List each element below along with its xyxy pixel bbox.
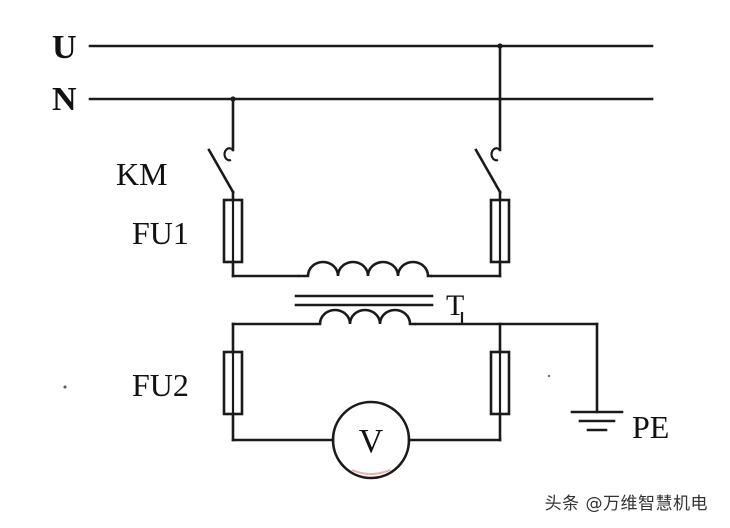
transformer-label: T bbox=[446, 289, 464, 322]
transformer-primary-winding bbox=[298, 260, 432, 278]
voltmeter bbox=[331, 400, 411, 480]
voltmeter-label: V bbox=[359, 423, 384, 460]
watermark-text: 头条 @万维智慧机电 bbox=[544, 494, 708, 514]
km-right-contact bbox=[474, 148, 502, 194]
earth-label: PE bbox=[632, 409, 669, 445]
secondary-circuit bbox=[222, 322, 599, 480]
contactor-label: KM bbox=[116, 156, 168, 192]
fuse-secondary-label: FU2 bbox=[132, 367, 189, 403]
right-primary-branch bbox=[430, 43, 511, 278]
phase-label: U bbox=[52, 29, 77, 66]
transformer bbox=[294, 260, 434, 326]
fuse-primary-label: FU1 bbox=[132, 215, 189, 251]
km-left-contact bbox=[207, 148, 235, 194]
left-primary-branch bbox=[207, 96, 300, 278]
transformer-secondary-winding bbox=[318, 308, 416, 326]
earth-ground bbox=[570, 322, 624, 432]
neutral-label: N bbox=[52, 81, 77, 118]
